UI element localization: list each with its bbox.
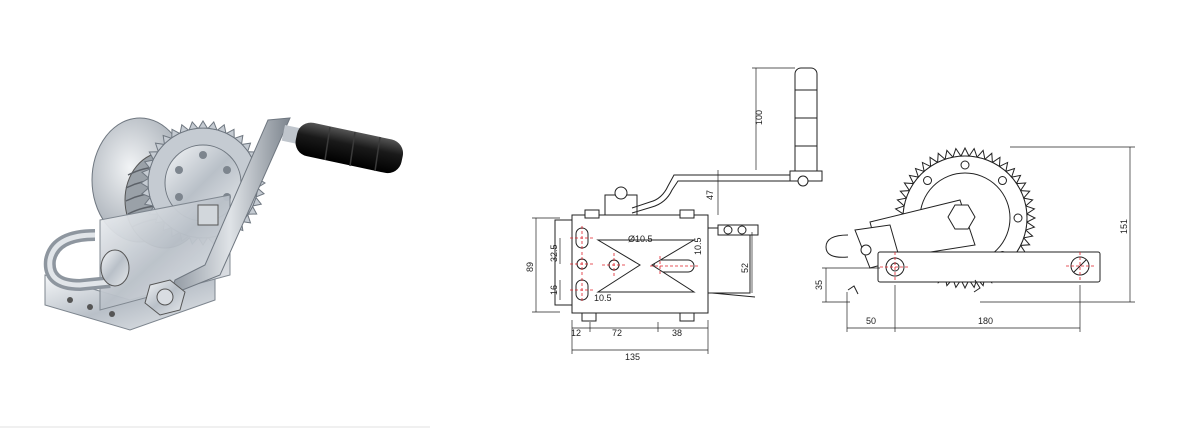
drum-bolt	[197, 204, 219, 226]
crank-grip-side	[794, 67, 818, 177]
crank-bar	[877, 251, 1101, 283]
gear-tooth	[225, 128, 235, 139]
dim-crank-length: 180	[978, 316, 993, 326]
gear-tooth	[207, 120, 218, 131]
gear-tooth	[247, 205, 258, 215]
gear-tooth	[188, 120, 199, 131]
gear-tooth	[171, 128, 181, 139]
front-view-dimension-lines	[822, 146, 1135, 332]
gear-hole	[923, 176, 933, 186]
gear-tooth	[241, 142, 252, 153]
drum-mount	[707, 227, 751, 294]
gear-hole	[960, 160, 970, 170]
left-flange	[554, 219, 573, 306]
crank-arm-line	[631, 174, 800, 209]
dim-left-offset: 12	[571, 328, 581, 338]
gear-tooth	[162, 134, 173, 145]
dim-handle-height: 100	[754, 110, 764, 125]
gear-tooth	[1026, 213, 1037, 223]
base-plate-holes	[67, 297, 115, 317]
dim-hole-spacing-upper: 32.5	[549, 244, 559, 262]
gear-tooth	[154, 142, 165, 153]
dim-overall-height: 151	[1119, 219, 1129, 234]
dim-hole-diameter: Ø10.5	[628, 234, 653, 244]
gear-tooth	[143, 159, 154, 170]
dim-overall-length: 135	[625, 352, 640, 362]
dim-center-span: 72	[612, 328, 622, 338]
body-top-bolt-left	[584, 209, 600, 219]
front-view-drawing	[825, 146, 1101, 295]
hole-center-marks	[570, 226, 698, 302]
photo-baseline	[0, 426, 430, 428]
body-bottom-foot-left	[581, 312, 597, 322]
gear-tooth	[140, 177, 149, 189]
gear-tooth	[140, 187, 151, 198]
side-view-drawing	[554, 67, 823, 322]
side-view-dimension-lines	[532, 67, 795, 354]
body-top-bolt-right	[679, 209, 695, 219]
dim-base-height: 89	[525, 262, 535, 272]
crank-handle	[281, 122, 404, 174]
product-photo	[0, 117, 430, 428]
dim-slot-width-right: 10.5	[693, 237, 703, 255]
dim-mount-height: 52	[740, 263, 750, 273]
axle-hex-nut	[947, 204, 976, 230]
gear-tooth	[143, 196, 154, 207]
gear-tooth	[960, 146, 970, 157]
front-center-marks	[880, 252, 1094, 282]
body-bottom-foot-right	[679, 312, 695, 322]
gear-tooth	[179, 123, 190, 134]
cable-hook	[43, 229, 130, 292]
gear-tooth	[233, 134, 244, 145]
gear-tooth	[252, 196, 263, 207]
dim-hook-offset: 50	[866, 316, 876, 326]
dim-hole-spacing-lower: 16	[549, 285, 559, 295]
dim-right-span: 38	[672, 328, 682, 338]
dim-handle-offset: 47	[705, 190, 715, 200]
gear-hole	[997, 176, 1007, 186]
gear-tooth	[216, 123, 227, 134]
hook-outline	[825, 234, 849, 258]
gear-tooth	[197, 120, 209, 129]
bowtie-cutout	[596, 239, 696, 293]
gear-tooth	[148, 151, 159, 161]
dim-slot-width-left: 10.5	[594, 293, 612, 303]
dim-hook-height: 35	[814, 280, 824, 290]
gear-tooth	[140, 168, 151, 179]
gear-hole	[1013, 213, 1023, 223]
